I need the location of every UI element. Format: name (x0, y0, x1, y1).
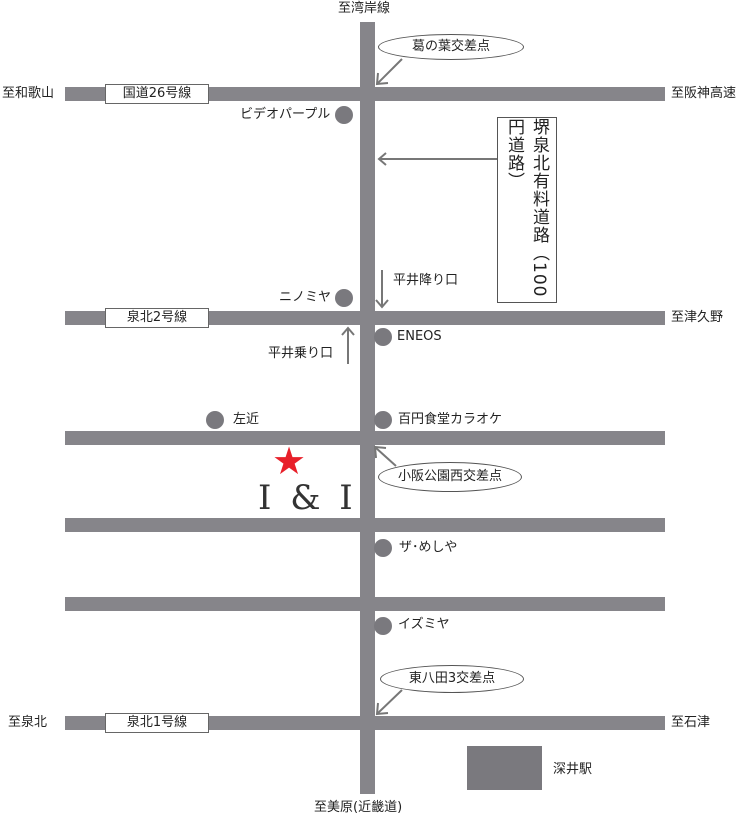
kosaka-arrow-icon (373, 445, 397, 467)
main-north-south-road (360, 22, 375, 794)
karaoke-label: 百円食堂カラオケ (398, 412, 503, 427)
route26-label: 国道26号線 (105, 84, 209, 104)
direction-east-bottom: 至石津 (671, 715, 711, 730)
izumiya-marker (374, 617, 392, 635)
senboku1-road (65, 716, 665, 730)
station-label: 深井駅 (553, 762, 593, 777)
higashi-yata-intersection: 東八田3交差点 (380, 665, 524, 693)
izumiya-label: イズミヤ (398, 617, 450, 632)
entrance-arrow-icon (341, 326, 355, 364)
eneos-marker (374, 328, 392, 346)
direction-north: 至湾岸線 (338, 1, 391, 16)
kosaka-intersection: 小阪公園西交差点 (378, 462, 522, 492)
meshiya-label: ザ･めしや (399, 540, 458, 555)
entrance-ramp-label: 平井乗り口 (268, 346, 334, 361)
ninomiya-label: ニノミヤ (279, 290, 332, 305)
senboku2-road (65, 311, 665, 325)
video-purple-marker (335, 106, 353, 124)
eneos-label: ENEOS (397, 329, 442, 344)
senboku1-label: 泉北1号線 (105, 713, 209, 733)
video-purple-label: ビデオパープル (240, 107, 331, 122)
sakon-marker (206, 411, 224, 429)
direction-west-bottom: 至泉北 (8, 715, 48, 730)
toll-road-arrow-icon (377, 152, 497, 166)
toll-road-label: 堺泉北有料道路（100円道路） (497, 117, 557, 303)
ninomiya-marker (335, 289, 353, 307)
kuzunoha-arrow-icon (375, 58, 403, 86)
destination-star-icon: ★ (272, 439, 307, 483)
middle-road-1 (65, 518, 665, 532)
higashi-yata-arrow-icon (375, 689, 403, 716)
direction-south: 至美原(近畿道) (314, 800, 403, 815)
meshiya-marker (374, 539, 392, 557)
direction-west-top: 至和歌山 (2, 86, 55, 101)
route26-road (65, 87, 665, 101)
station-building (467, 746, 542, 790)
exit-ramp-label: 平井降り口 (393, 273, 459, 288)
sakon-label: 左近 (233, 412, 260, 427)
senboku2-label: 泉北2号線 (105, 308, 209, 328)
exit-arrow-icon (375, 270, 389, 309)
direction-east-mid: 至津久野 (671, 310, 724, 325)
middle-road-2 (65, 597, 665, 611)
direction-east-top: 至阪神高速 (671, 86, 737, 101)
sakon-road (65, 431, 665, 445)
kuzunoha-intersection: 葛の葉交差点 (378, 34, 524, 60)
destination-name: I & I (258, 478, 357, 518)
karaoke-marker (374, 411, 392, 429)
